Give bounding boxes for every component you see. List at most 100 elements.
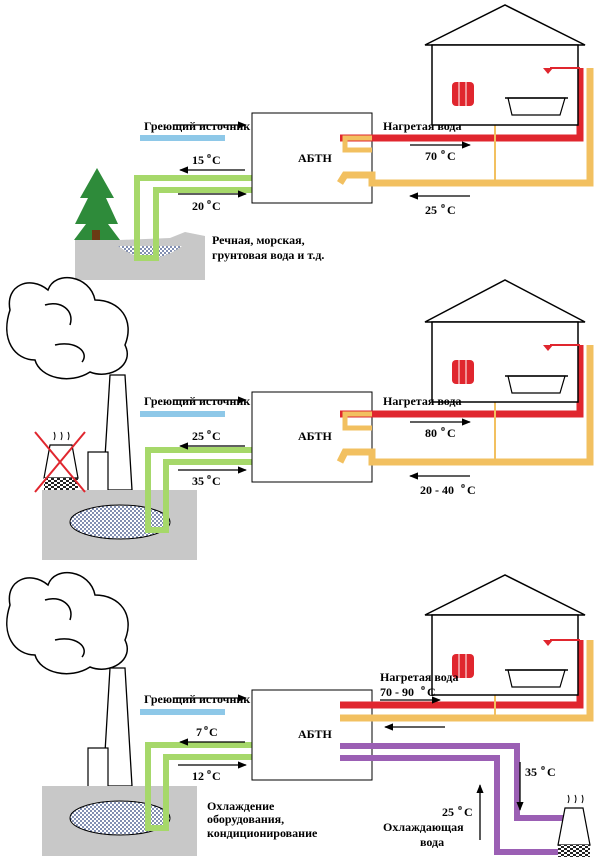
- temp-cool-out-value: 35: [525, 765, 537, 779]
- warm-return-line: [337, 68, 594, 187]
- shower-icon: [543, 639, 580, 646]
- unit: C: [212, 769, 221, 783]
- unit: C: [547, 765, 556, 779]
- temp-out: 7 o C: [196, 723, 218, 739]
- unit: C: [212, 474, 221, 488]
- unit: C: [467, 483, 476, 497]
- water-note-1: Речная, морская,: [212, 233, 305, 247]
- unit: C: [447, 149, 456, 163]
- temp-out-value: 25: [192, 429, 204, 443]
- temp-cool-out: 35 o C: [525, 763, 556, 779]
- temp-hot-value: 80: [425, 426, 437, 440]
- degree: o: [204, 723, 208, 732]
- building: [87, 451, 109, 493]
- bathtub-icon: [505, 97, 568, 116]
- temp-out: 25 o C: [192, 427, 221, 443]
- building: [87, 747, 109, 789]
- temp-hot-value: 70 - 90: [380, 685, 414, 699]
- plant-tank: [69, 504, 171, 540]
- note-1: Охлаждение: [207, 799, 275, 813]
- temp-in: 20 o C: [192, 197, 221, 213]
- hot-water-coil: [342, 135, 372, 153]
- heated-label: Нагретая вода: [380, 670, 458, 684]
- shower-icon: [543, 67, 580, 74]
- heated-label: Нагретая вода: [383, 119, 461, 133]
- shower-icon: [543, 344, 580, 351]
- degree: o: [207, 472, 211, 481]
- hot-water-line: [340, 68, 584, 142]
- radiator-icon: [452, 360, 474, 384]
- source-loop: [145, 447, 285, 533]
- temp-hot-value: 70: [425, 149, 437, 163]
- hot-water-line: [340, 345, 584, 418]
- crossed-cooling-tower-icon: [34, 431, 86, 493]
- radiator-icon: [452, 82, 474, 106]
- degree: o: [441, 201, 445, 210]
- unit: C: [464, 805, 473, 819]
- temp-hot: 70 o C: [425, 147, 456, 163]
- water-note-2: грунтовая вода и т.д.: [212, 248, 324, 262]
- cooling-label-2: вода: [420, 835, 444, 849]
- temp-in: 12 o C: [192, 767, 221, 783]
- unit: C: [447, 426, 456, 440]
- degree: o: [441, 147, 445, 156]
- temp-return-value: 20 - 40: [420, 483, 454, 497]
- abtn-label: АБТН: [298, 429, 332, 443]
- abtn-label: АБТН: [298, 151, 332, 165]
- cooling-label-1: Охлаждающая: [383, 820, 464, 834]
- degree: o: [461, 481, 465, 490]
- abtn-box: [251, 112, 373, 204]
- warm-return-line: [340, 640, 594, 722]
- temp-cool-in: 25 o C: [442, 803, 473, 819]
- source-loop: [145, 742, 285, 831]
- temp-cool-in-value: 25: [442, 805, 454, 819]
- temp-in-value: 35: [192, 474, 204, 488]
- source-loop: [134, 175, 285, 261]
- unit: C: [212, 199, 221, 213]
- unit: C: [209, 725, 218, 739]
- temp-out-value: 15: [192, 153, 204, 167]
- temp-hot: 80 o C: [425, 424, 456, 440]
- abtn-label: АБТН: [298, 727, 332, 741]
- hot-water-line: [340, 640, 584, 709]
- degree: o: [207, 767, 211, 776]
- temp-in-value: 20: [192, 199, 204, 213]
- temp-return: 20 - 40 o C: [420, 481, 476, 497]
- temp-out-value: 7: [196, 725, 202, 739]
- degree: o: [441, 424, 445, 433]
- panel-3: АБТН Греющий исто: [6, 571, 594, 857]
- degree: o: [207, 427, 211, 436]
- unit: C: [427, 685, 436, 699]
- temp-in: 35 o C: [192, 472, 221, 488]
- unit: C: [212, 153, 221, 167]
- hot-water-coil: [342, 411, 372, 431]
- degree: o: [207, 151, 211, 160]
- temp-return: 25 o C: [425, 201, 456, 217]
- temp-in-value: 12: [192, 769, 204, 783]
- unit: C: [212, 429, 221, 443]
- radiator-icon: [452, 654, 474, 678]
- unit: C: [447, 203, 456, 217]
- degree: o: [207, 197, 211, 206]
- bathtub-icon: [505, 375, 568, 394]
- temp-hot: 70 - 90 o C: [380, 683, 436, 699]
- panel-1: АБТН Греющий источник 15: [74, 4, 594, 280]
- degree: o: [541, 763, 545, 772]
- smoke-cloud: [6, 276, 129, 380]
- panel-2: АБТН Греющий источник 25 o C: [6, 276, 594, 560]
- cooling-loop-in: [340, 755, 565, 855]
- abtn-box: [251, 391, 373, 483]
- degree: o: [421, 683, 425, 692]
- temp-out: 15 o C: [192, 151, 221, 167]
- tree-icon: [74, 168, 120, 240]
- cooling-tower-icon: [557, 794, 591, 857]
- heated-label: Нагретая вода: [383, 394, 461, 408]
- source-label: Греющий источник: [144, 119, 250, 133]
- bathtub-icon: [505, 669, 568, 688]
- temp-return-value: 25: [425, 203, 437, 217]
- source-label: Греющий источник: [144, 692, 250, 706]
- cooling-loop-out: [340, 743, 565, 821]
- warm-return-line: [336, 345, 594, 466]
- smoke-cloud: [6, 571, 129, 675]
